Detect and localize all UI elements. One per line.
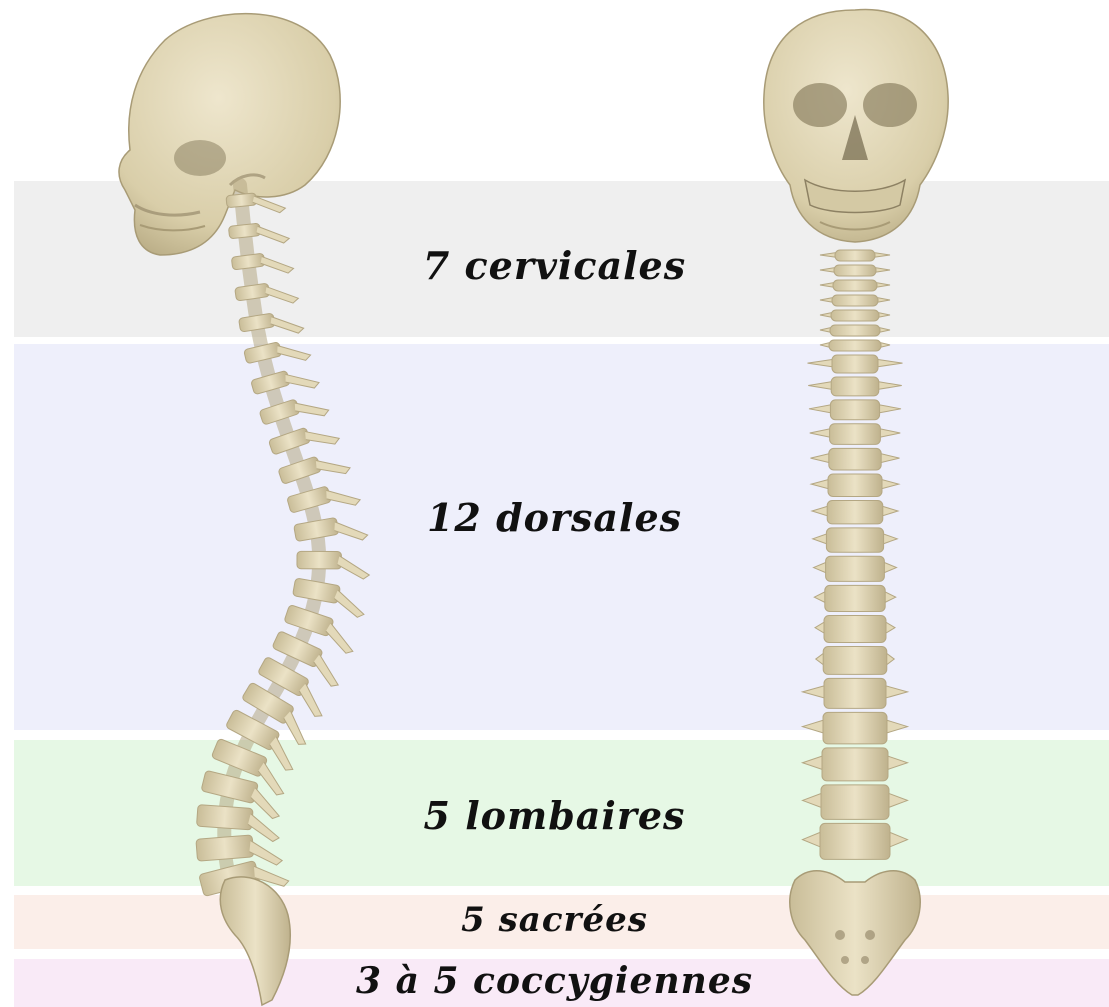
vertebra-front [820, 325, 890, 336]
vertebra-front [820, 310, 890, 321]
vertebra-front [803, 712, 908, 744]
dorsal-label: 12 dorsales [0, 495, 1109, 540]
vertebra-front [810, 424, 901, 445]
vertebra-front [808, 377, 902, 396]
vertebra-side [297, 551, 370, 579]
vertebra-front [814, 585, 896, 611]
skull-side-icon [119, 14, 340, 255]
vertebra-front [811, 474, 899, 497]
vertebra-front [809, 400, 901, 420]
coccyx-label: 3 à 5 coccygiennes [0, 960, 1109, 1002]
cervical-label: 7 cervicales [0, 243, 1109, 288]
vertebra-front [816, 647, 895, 675]
vertebra-front [803, 748, 908, 781]
vertebra-front [820, 295, 890, 306]
sacral-label: 5 sacrées [0, 900, 1109, 940]
vertebra-front [811, 448, 900, 470]
lumbar-label: 5 lombaires [0, 793, 1109, 838]
vertebra-front [815, 616, 895, 643]
vertebra-front [803, 678, 908, 708]
vertebra-front [814, 556, 897, 581]
skull-front-icon [764, 9, 948, 242]
front-vertebrae-group [803, 250, 908, 859]
vertebra-front [820, 340, 890, 351]
vertebra-front [808, 355, 903, 373]
